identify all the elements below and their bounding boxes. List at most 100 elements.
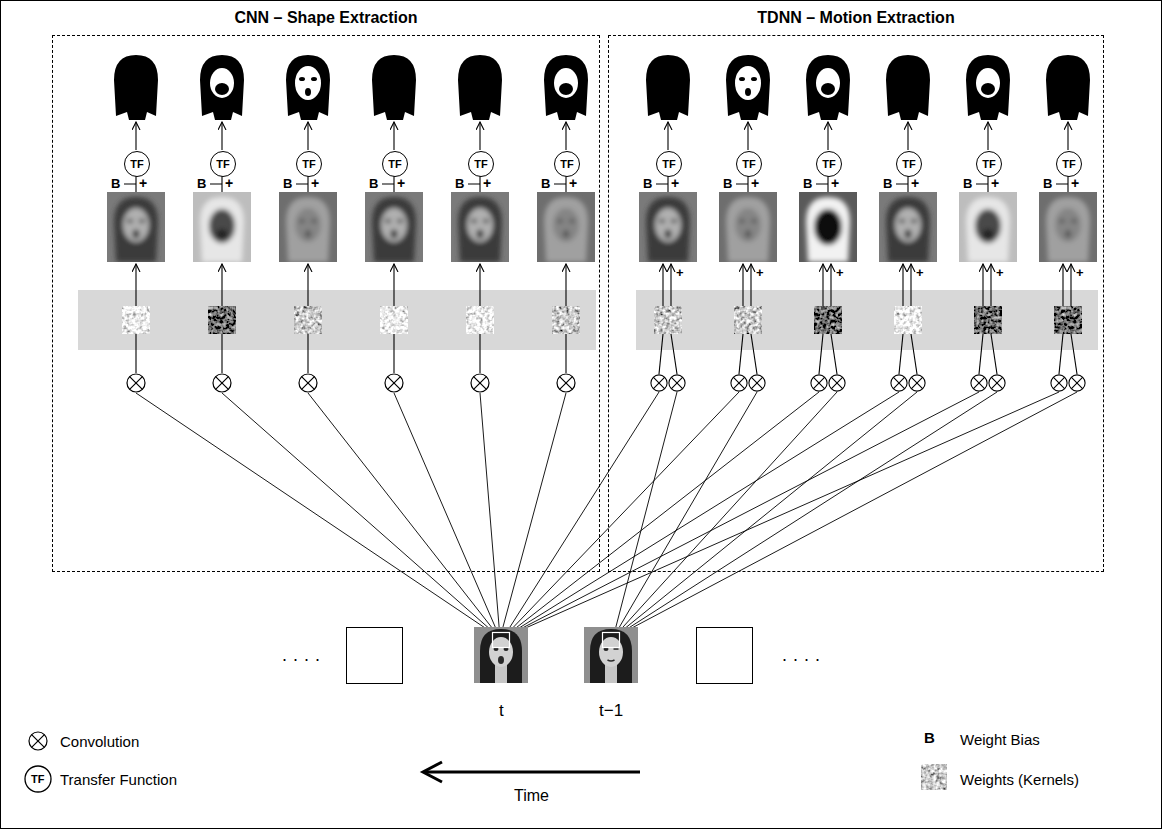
bias-label: B	[111, 177, 120, 190]
input-line	[503, 392, 739, 638]
bias-label: B	[1043, 177, 1052, 190]
transfer-function-circle: TF	[976, 151, 1002, 177]
up-arrow	[987, 122, 988, 150]
face-frame	[474, 627, 528, 683]
feature-map	[279, 192, 337, 262]
convolution-symbol	[891, 375, 907, 391]
circle-label: TF	[822, 159, 835, 170]
kernel	[380, 306, 408, 334]
up-arrow	[1067, 122, 1068, 150]
up-arrow	[479, 264, 480, 306]
transfer-function-circle: TF	[896, 151, 922, 177]
arrow-group	[136, 122, 1068, 150]
feature-map	[537, 192, 595, 262]
up-arrow	[565, 264, 566, 306]
kernel	[974, 306, 1002, 334]
input-line	[613, 392, 997, 638]
kernel-line	[1059, 334, 1063, 374]
transfer-function-circle: TF	[382, 151, 408, 177]
up-arrow	[830, 264, 831, 306]
up-arrow	[393, 122, 394, 150]
input-line	[613, 392, 1077, 638]
kernel-line	[979, 334, 983, 374]
circle-label: TF	[982, 159, 995, 170]
input-line	[480, 393, 500, 638]
output-map	[193, 50, 251, 120]
input-line	[613, 392, 757, 638]
bias-label: B	[803, 177, 812, 190]
sum-sign: +	[836, 266, 844, 279]
convolution-symbol	[127, 374, 145, 392]
legend-tf-text: TF	[31, 774, 44, 785]
bias-label: B	[723, 177, 732, 190]
up-arrow	[910, 264, 911, 306]
receptive-field	[603, 633, 620, 648]
bias-label: B	[883, 177, 892, 190]
circle-label: TF	[902, 159, 915, 170]
convolution-symbol	[829, 375, 845, 391]
up-arrow	[307, 264, 308, 306]
time-step-label: t−1	[599, 702, 623, 719]
sum-sign: +	[831, 176, 839, 190]
bias-label: B	[283, 177, 292, 190]
legend-kernel	[921, 764, 947, 790]
output-map	[1039, 50, 1097, 120]
input-lines	[136, 392, 1077, 638]
kernel	[122, 306, 150, 334]
convolution-symbol	[299, 374, 317, 392]
up-arrow	[982, 264, 983, 306]
up-arrow	[902, 264, 903, 306]
convolution-symbol	[651, 375, 667, 391]
region-heading: TDNN – Motion Extraction	[609, 9, 1103, 27]
sum-sign: +	[676, 266, 684, 279]
kernel-line	[307, 334, 308, 373]
sum-sign: +	[916, 266, 924, 279]
legend-bias-letter: B	[924, 730, 935, 745]
up-arrow	[827, 122, 828, 150]
sum-sign: +	[311, 176, 319, 190]
feature-map	[365, 192, 423, 262]
output-map	[719, 50, 777, 120]
region-box: CNN – Shape ExtractionTFTFTFTFTFTF	[52, 35, 600, 572]
kernel-line	[565, 334, 566, 373]
output-map	[537, 50, 595, 120]
region-box: TDNN – Motion ExtractionTFTFTFTFTFTF	[608, 35, 1104, 572]
kernel	[466, 306, 494, 334]
input-line	[222, 393, 500, 638]
convolution-symbol	[989, 375, 1005, 391]
circle-label: TF	[662, 159, 675, 170]
ellipsis: ....	[782, 646, 826, 664]
input-line	[308, 393, 500, 638]
output-map	[879, 50, 937, 120]
region-heading: CNN – Shape Extraction	[53, 9, 599, 27]
bias-label: B	[541, 177, 550, 190]
up-arrow	[742, 264, 743, 306]
kernel	[208, 306, 236, 334]
sum-sign: +	[671, 176, 679, 190]
sum-sign: +	[397, 176, 405, 190]
sum-sign: +	[1076, 266, 1084, 279]
legend-text: Weight Bias	[960, 731, 1040, 748]
up-arrow	[307, 122, 308, 150]
up-arrow	[479, 122, 480, 150]
kernel	[294, 306, 322, 334]
input-line	[613, 392, 677, 638]
input-line	[613, 392, 837, 638]
input-line	[503, 392, 819, 638]
input-line	[503, 392, 979, 638]
feature-map	[193, 192, 251, 262]
sum-sign: +	[225, 176, 233, 190]
output-map	[639, 50, 697, 120]
up-arrow	[221, 264, 222, 306]
receptive-field	[493, 633, 510, 648]
ellipsis: ....	[282, 646, 326, 664]
convolution-symbol	[731, 375, 747, 391]
transfer-function-circle: TF	[1056, 151, 1082, 177]
legend-text: Weights (Kernels)	[960, 771, 1079, 788]
kernel	[734, 306, 762, 334]
convolution-symbol	[971, 375, 987, 391]
sum-sign: +	[911, 176, 919, 190]
feature-map	[959, 192, 1017, 262]
